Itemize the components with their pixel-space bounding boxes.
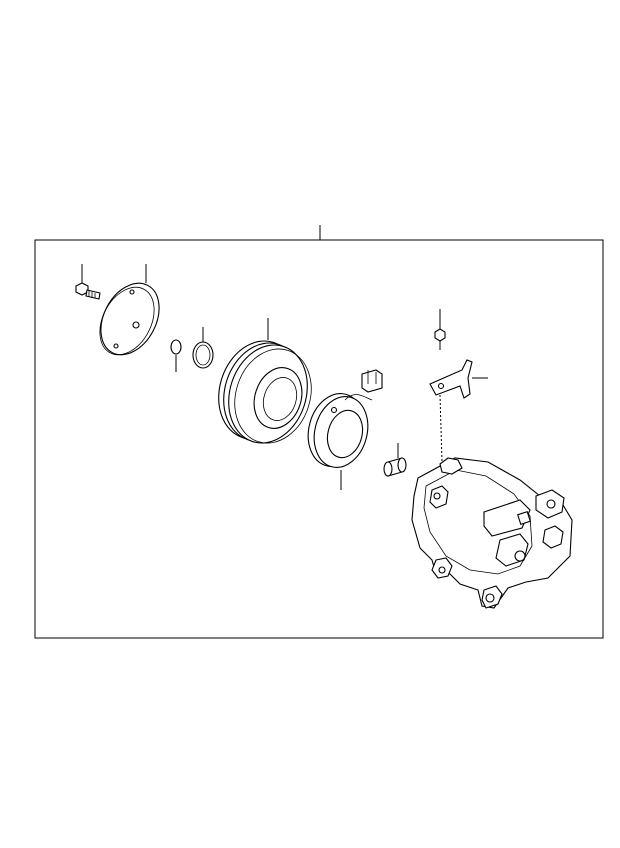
snap-ring-97643a[interactable] (192, 327, 214, 369)
sleeve-97707c[interactable] (383, 443, 407, 477)
assembly-frame (34, 239, 604, 639)
field-coil-97646[interactable] (300, 369, 383, 490)
bolt-97680c[interactable] (434, 309, 446, 463)
compressor-body[interactable] (411, 457, 573, 609)
bracket-97652b[interactable] (429, 359, 488, 399)
shim-97646c[interactable] (170, 339, 182, 372)
clutch-hub-plate-97644c[interactable] (89, 264, 171, 365)
bolt-97743a[interactable] (75, 264, 101, 300)
pulley-97643e[interactable] (206, 318, 323, 453)
